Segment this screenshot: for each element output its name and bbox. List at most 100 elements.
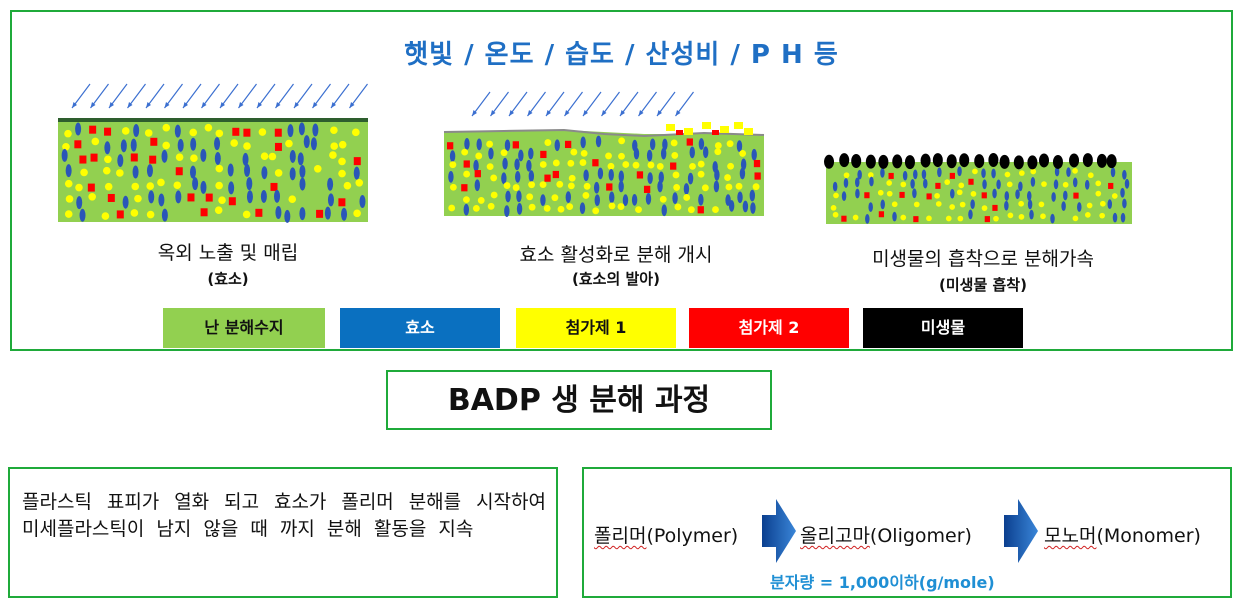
enzyme-particle [968, 209, 973, 220]
microbe [1082, 153, 1093, 168]
enzyme-particle [312, 123, 319, 137]
additive-1-particle [528, 203, 536, 211]
molecular-weight-note: 분자량 = 1,000이하(g/mole) [770, 573, 995, 592]
enzyme-particle [130, 138, 137, 152]
enzyme-particle [448, 171, 454, 183]
additive-2-particle [981, 192, 987, 199]
additive-2-particle [1073, 192, 1079, 199]
additive-2-particle [968, 178, 974, 185]
enzyme-particle [1004, 191, 1010, 201]
additive-1-particle [618, 137, 626, 145]
additive-1-particle [1099, 212, 1106, 219]
enzyme-particle [177, 138, 184, 152]
enzyme-particle [742, 200, 749, 213]
enzyme-particle [970, 199, 975, 210]
enzyme-particle [565, 191, 572, 204]
additive-1-particle [1062, 181, 1069, 188]
microbe [1013, 155, 1024, 170]
enzyme-particle [1051, 192, 1056, 202]
enzyme-particle [658, 171, 664, 184]
enzyme-particle [750, 202, 756, 214]
sunlight-ray-head [90, 102, 96, 108]
enzyme-particle [583, 169, 589, 182]
additive-2-particle [255, 208, 263, 217]
enzyme-particle [505, 190, 511, 203]
additive-1-particle [218, 196, 226, 204]
enzyme-particle [515, 171, 521, 183]
additive-1-particle [583, 182, 591, 190]
additive-1-particle [116, 169, 124, 177]
additive-2-particle [926, 193, 932, 200]
additive-1-particle [490, 174, 498, 182]
enzyme-particle [518, 149, 524, 162]
enzyme-particle [855, 177, 860, 188]
stage-1-illustration [58, 83, 368, 223]
additive-2-particle [104, 127, 112, 136]
enzyme-particle [353, 166, 360, 180]
additive-1-particle [268, 152, 277, 161]
enzyme-particle [594, 194, 600, 207]
additive-1-particle [934, 192, 940, 199]
additive-2-particle [899, 191, 905, 198]
microbe [904, 155, 915, 170]
decomposition-stages-panel: 햇빛 / 온도 / 습도 / 산성비 / P H 등 옥외 노출 및 매립 (효… [10, 10, 1233, 351]
additive-1-particle [891, 201, 898, 208]
additive-1-particle [1040, 213, 1046, 220]
additive-2-particle [461, 184, 468, 192]
additive-1-particle [134, 194, 142, 203]
enzyme-particle [698, 138, 705, 150]
enzyme-particle [120, 139, 127, 153]
additive-2-particle [175, 167, 183, 176]
enzyme-particle [463, 203, 470, 216]
additive-1-particle [935, 201, 942, 207]
additive-1-particle [1006, 181, 1013, 188]
enzyme-particle [981, 168, 986, 179]
additive-1-particle [958, 182, 965, 189]
additive-1-particle [833, 192, 839, 199]
additive-1-particle [1018, 200, 1024, 207]
flow-term-oligomer-en: (Oligomer) [869, 525, 972, 547]
additive-1-particle [557, 205, 565, 213]
enzyme-particle [526, 159, 532, 172]
enzyme-particle [146, 164, 153, 178]
additive-1-particle [674, 203, 682, 211]
additive-2-particle [200, 208, 208, 217]
additive-1-particle [605, 152, 612, 160]
additive-1-particle [566, 203, 574, 211]
additive-1-particle [91, 137, 100, 146]
additive-2-particle [474, 170, 481, 178]
surface-additive-1 [734, 122, 743, 129]
enzyme-particle [593, 181, 600, 194]
microbe [946, 154, 957, 169]
enzyme-particle [1107, 199, 1113, 210]
enzyme-particle [910, 178, 915, 189]
sunlight-ray-head [294, 102, 299, 108]
enzyme-particle [214, 137, 221, 151]
enzyme-particle [580, 136, 586, 149]
enzyme-particle [702, 146, 709, 159]
enzyme-particle [227, 163, 234, 177]
enzyme-particle [504, 139, 511, 152]
additive-2-particle [564, 140, 572, 149]
flow-term-monomer-en: (Monomer) [1096, 525, 1201, 547]
enzyme-particle [540, 194, 546, 206]
additive-2-particle [149, 155, 157, 164]
resin-block [444, 130, 764, 216]
additive-1-particle [243, 142, 251, 150]
stage-3-sub: (미생물 흡착) [939, 276, 1027, 294]
additive-1-particle [274, 169, 283, 177]
additive-1-particle [285, 139, 293, 148]
additive-1-particle [503, 182, 511, 189]
enzyme-particle [1004, 200, 1009, 211]
enzyme-particle [449, 150, 456, 163]
additive-1-particle [173, 181, 182, 190]
additive-1-particle [1086, 202, 1093, 209]
additive-2-particle [878, 211, 885, 218]
flow-term-oligomer: 올리고마(Oligomer) [800, 521, 972, 548]
additive-1-particle [727, 162, 735, 170]
enzyme-particle [214, 151, 221, 165]
sunlight-ray-head [146, 102, 151, 108]
enzyme-particle [359, 195, 366, 209]
additive-2-particle [243, 128, 251, 137]
additive-1-particle [162, 123, 171, 132]
